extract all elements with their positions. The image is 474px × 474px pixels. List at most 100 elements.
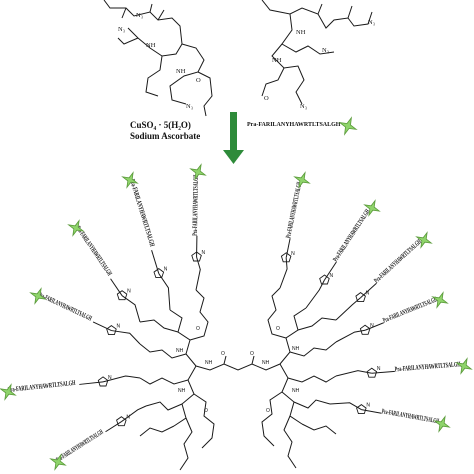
peptide-label: Pra-FARILANYHAWRTLTSALGH [284, 181, 303, 239]
core-label-o-2: O [250, 351, 254, 357]
triazole-n-label: N [291, 251, 295, 257]
linker-chain [121, 295, 141, 323]
top-label-n3-left-top: N₃ [136, 12, 143, 19]
reagent-star-layer [338, 116, 358, 136]
reagent-peptide: Pra-FARILANYHAWRTLTSALGH [247, 122, 341, 128]
top-label-n3-left-bottom: N₃ [186, 103, 193, 110]
triazole-n-label: N [202, 250, 206, 256]
linker-chain [121, 405, 147, 423]
core-label-nh-1: NH [205, 360, 213, 366]
linker-chain [335, 370, 372, 377]
triazole-peptide-bond [151, 250, 160, 274]
top-structure [103, 0, 373, 117]
reagent-line-2: Sodium Ascorbate [130, 131, 200, 141]
triazole-n-label: N [366, 291, 370, 297]
triazole-ring-icon [153, 268, 165, 279]
triazole-n-label: N [366, 403, 370, 409]
peptide-label: Pra-FARILANYHAWRTLTSALGH [37, 291, 93, 323]
core-label-o-5: O [204, 408, 208, 414]
linker-chain [158, 273, 171, 311]
triazole-n-label: N [126, 415, 130, 421]
linker-chain [305, 279, 325, 309]
peptide-star-icon [415, 231, 433, 249]
star-layer [0, 163, 473, 471]
triazole-n-label: N [108, 375, 112, 381]
peptide-label: Pra-FARILANYHAWRTLTSALGH [7, 379, 76, 394]
linker-chain [279, 257, 288, 289]
core-label-nh-3: NH [176, 348, 184, 354]
triazole-peptide-bond [92, 321, 112, 332]
core-label-nh-5: NH [178, 388, 186, 394]
peptide-star-icon [49, 453, 67, 471]
triazole-peptide-bond [371, 370, 395, 374]
core-label-nh-4: NH [292, 346, 300, 352]
triazole-n-label: N [127, 289, 131, 295]
peptide-star-icon [363, 199, 381, 217]
peptide-star-icon [121, 171, 139, 189]
top-label-nh-4: NH [272, 57, 282, 64]
triazole-peptide-bond [285, 238, 291, 258]
peptide-star-icon [0, 383, 17, 401]
reaction-arrow [223, 112, 244, 164]
triazole-ring-icon [97, 376, 109, 387]
peptide-star-icon [455, 357, 473, 375]
triazole-peptide-bond [360, 282, 377, 298]
peptide-label: Pra-FARILANYHAWRTLTSALGH [382, 295, 439, 324]
peptide-label: Pra-FARILANYHAWRTLTSALGH [128, 178, 156, 248]
triazole-layer: N N N N N N N N N N N N [97, 250, 381, 427]
linker-chain [102, 375, 141, 383]
top-label-n3-left: N₃ [118, 26, 125, 33]
top-label-nh-2: NH [176, 68, 186, 75]
linker-chain [195, 256, 201, 291]
top-label-nh-3: NH [296, 29, 306, 36]
reagent-line-1: CuSO₄ · 5(H₂O) [130, 120, 191, 130]
triazole-n-label: N [377, 366, 381, 372]
dendrimer-core [139, 287, 337, 471]
triazole-ring-icon [116, 290, 128, 301]
linker-chain [335, 329, 366, 343]
triazole-n-label: N [116, 324, 120, 330]
peptide-star-icon [67, 219, 85, 237]
linker-chain [329, 402, 362, 411]
top-label-n3-right-mid: N₃ [322, 47, 329, 54]
peptide-star-icon [433, 415, 451, 433]
core-label-o-1: O [221, 351, 225, 357]
peptide-label: Pra-FARILANYHAWRTLTSALGH [381, 407, 440, 425]
peptide-star-icon [29, 287, 47, 305]
triazole-ring-icon [191, 251, 202, 262]
core-label-nh-2: NH [262, 360, 270, 366]
top-label-nh-1: NH [146, 42, 156, 49]
triazole-n-label: N [329, 273, 333, 279]
triazole-ring-icon [319, 274, 330, 285]
peptide-label: Pra-FARILANYHAWRTLTSALGH [331, 208, 371, 264]
core-label-o-3: O [196, 326, 200, 332]
reagent-star-icon [338, 116, 358, 136]
triazole-ring-icon [116, 416, 127, 427]
core-label-nh-6: NH [292, 388, 300, 394]
peptide-star-icon [189, 163, 207, 181]
arrow-shaft [230, 112, 237, 152]
core-label-o-6: O [266, 408, 270, 414]
peptide-label: Pra-FARILANYHAWRTLTSALGH [74, 225, 113, 278]
triazole-n-label: N [370, 323, 374, 329]
triazole-n-label: N [164, 267, 168, 273]
reagent-peptide-label: Pra-FARILANYHAWRTLTSALGH [247, 122, 341, 128]
triazole-peptide-bond [364, 322, 385, 331]
top-label-n3-right: N₃ [368, 19, 375, 26]
peptide-star-icon [431, 291, 449, 309]
reaction-conditions: CuSO₄ · 5(H₂O) Sodium Ascorbate [130, 120, 200, 141]
triazole-peptide-bond [110, 278, 123, 296]
triazole-ring-icon [355, 292, 366, 303]
top-label-o-2: O [264, 95, 269, 102]
peptide-label: Pra-FARILANYHAWRTLTSALGH [191, 174, 200, 235]
core-labels: NH NH O O NH NH NH NH O O O O [176, 326, 300, 414]
triazole-peptide-bond [361, 409, 382, 414]
peptide-label: Pra-FARILANYHAWRTLTSALGH [394, 360, 461, 373]
triazole-peptide-bond [105, 421, 122, 433]
triazole-peptide-bond [324, 261, 337, 281]
peptide-label: Pra-FARILANYHAWRTLTSALGH [372, 238, 423, 285]
triazole-peptide-bond [79, 381, 104, 385]
